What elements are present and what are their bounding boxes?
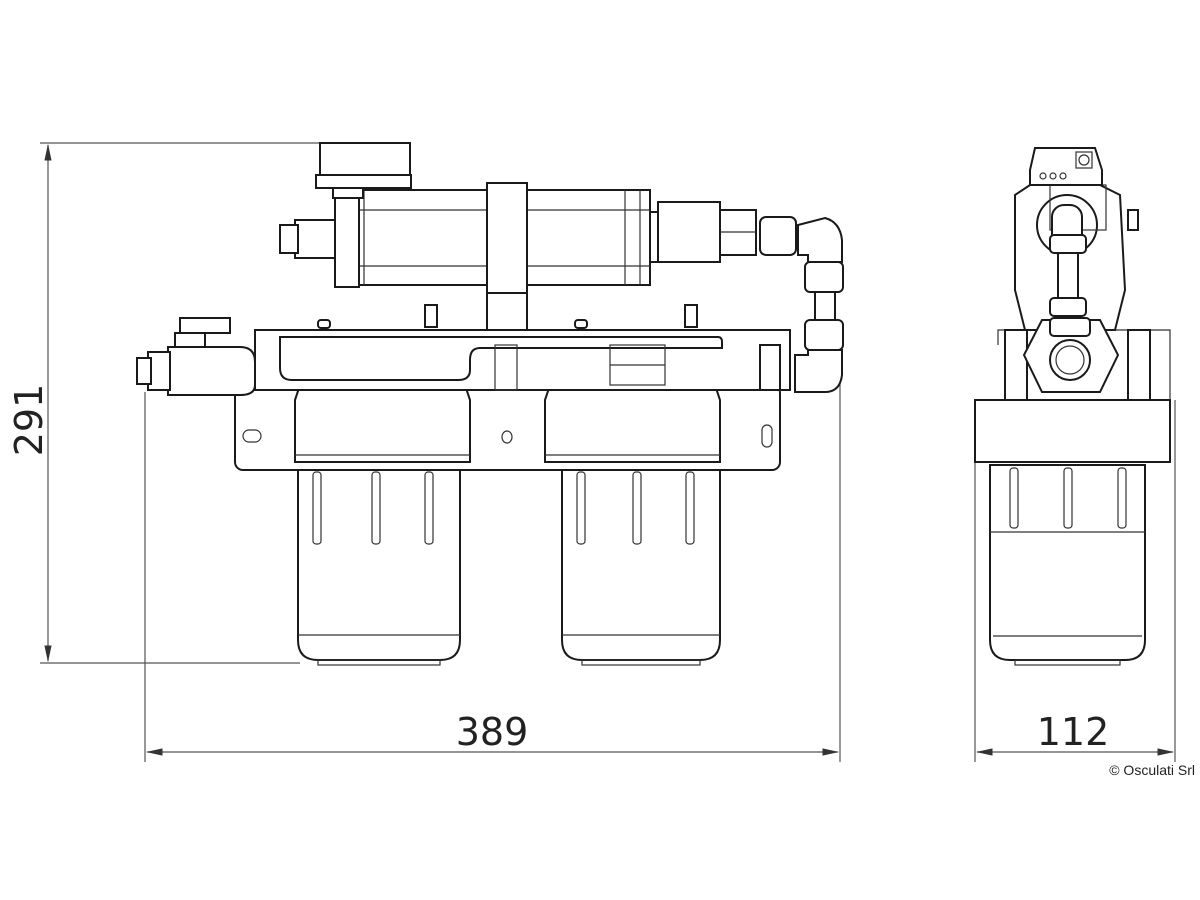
controller-display bbox=[315, 142, 412, 199]
inlet-valve bbox=[136, 317, 256, 396]
filter-head-left bbox=[294, 384, 471, 463]
inlet-coupling bbox=[294, 219, 336, 259]
mounting-hole bbox=[501, 430, 513, 444]
copyright-label: © Osculati Srl bbox=[1109, 762, 1195, 778]
front-width-dimension: 389 bbox=[144, 370, 841, 762]
side-width-label: 112 bbox=[1037, 710, 1110, 754]
mounting-slot bbox=[242, 429, 262, 443]
filter-bowl-right bbox=[561, 469, 721, 666]
connecting-pipe bbox=[814, 291, 836, 321]
outlet-fitting bbox=[657, 201, 721, 263]
front-view bbox=[136, 142, 844, 666]
height-dimension: 291 bbox=[7, 142, 320, 664]
screw bbox=[424, 304, 438, 328]
front-width-label: 389 bbox=[456, 710, 529, 754]
side-controller-cap bbox=[1029, 147, 1103, 186]
cylinder-housing bbox=[357, 182, 651, 294]
side-filter-head bbox=[974, 399, 1171, 463]
side-filter-bowl bbox=[989, 464, 1146, 661]
end-bracket bbox=[334, 189, 360, 288]
height-label: 291 bbox=[7, 384, 51, 457]
mounting-slot bbox=[761, 424, 773, 448]
screw bbox=[574, 319, 588, 329]
filter-bowl-left bbox=[297, 469, 461, 666]
filter-head-right bbox=[544, 384, 721, 463]
valve-handle bbox=[179, 317, 231, 334]
manifold-cover bbox=[279, 336, 723, 381]
screw bbox=[684, 304, 698, 328]
screw bbox=[317, 319, 331, 329]
side-view bbox=[974, 147, 1171, 666]
side-width-dimension: 112 bbox=[974, 400, 1176, 762]
side-connector bbox=[1057, 252, 1079, 299]
elbow-fitting-top bbox=[797, 216, 843, 263]
elbow-fitting-bottom bbox=[794, 349, 843, 393]
